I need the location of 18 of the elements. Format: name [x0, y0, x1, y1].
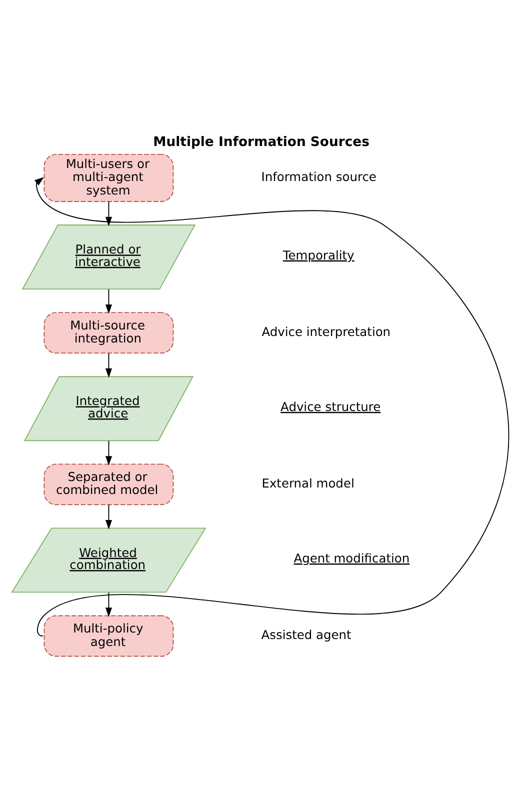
node-box: Separated or combined model	[44, 464, 174, 506]
label: Temporality	[282, 248, 354, 262]
arrow	[105, 592, 112, 618]
arrow	[105, 201, 112, 226]
label: Agent modification	[294, 551, 410, 566]
label: External model	[262, 476, 354, 491]
label: Assisted agent	[261, 628, 352, 642]
arrow	[105, 288, 112, 314]
node-box: Multi-users or multi-agent system	[44, 154, 174, 202]
node-box: Multi-policy agent	[44, 615, 174, 657]
arrow	[105, 352, 112, 378]
label: Advice structure	[280, 400, 381, 414]
arrow	[105, 440, 112, 466]
diagram-title: Multiple Information Sources	[153, 135, 370, 150]
label: Advice interpretation	[262, 325, 391, 340]
arrow	[105, 504, 112, 530]
node-box: Multi-source integration	[44, 312, 174, 354]
label: Information source	[261, 170, 376, 184]
